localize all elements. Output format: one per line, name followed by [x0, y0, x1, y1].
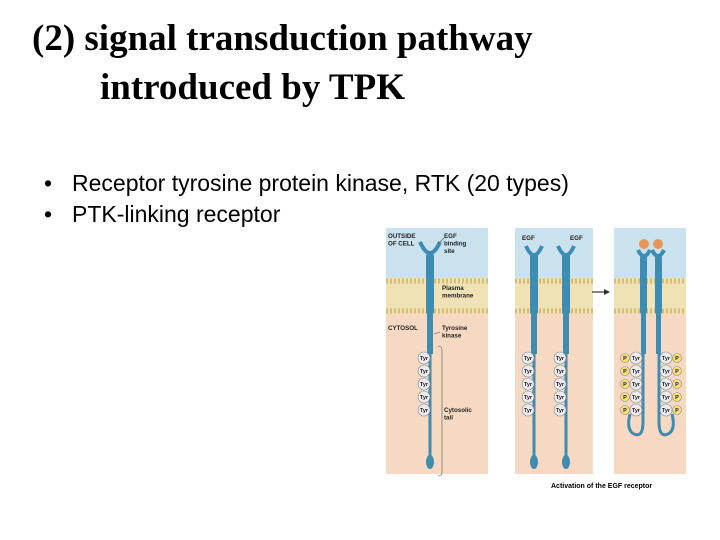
- label-cytosol: CYTOSOL: [388, 325, 418, 332]
- tyr-panel2-right-2-label: Tyr: [556, 369, 565, 375]
- tyr-panel3-left-5-label: Tyr: [632, 408, 641, 414]
- phosphate-panel3-right-1-label: P: [675, 356, 679, 362]
- tyr-panel2-left-1-label: Tyr: [524, 356, 533, 362]
- tyr-panel2-left-2-label: Tyr: [524, 369, 533, 375]
- label-plasma-membrane-line-1: Plasma: [442, 285, 464, 292]
- phosphate-panel3-right-5-label: P: [675, 408, 679, 414]
- label-outside-of-cell-line-1: OUTSIDE: [388, 233, 416, 240]
- tyr-panel3-left-3-label: Tyr: [632, 382, 641, 388]
- bullet-rtk: Receptor tyrosine protein kinase, RTK (2…: [44, 168, 569, 199]
- phosphate-panel3-right-2-label: P: [675, 369, 679, 375]
- plasma-membrane-panel-3: [614, 278, 686, 314]
- tyr-panel2-left-4-label: Tyr: [524, 395, 533, 401]
- label-tyrosine-kinase-line-2: kinase: [442, 333, 462, 340]
- plasma-membrane-panel-2: [515, 278, 593, 314]
- bullet-list: Receptor tyrosine protein kinase, RTK (2…: [44, 168, 569, 230]
- tyr-panel2-left-5-label: Tyr: [524, 408, 533, 414]
- tyr-panel3-right-1-label: Tyr: [662, 356, 671, 362]
- label-cytosolic-tail-line-1: Cytosolic: [444, 407, 472, 414]
- label-egf-binding-site-line-1: EGF: [444, 233, 457, 240]
- tyr-panel1-4-label: Tyr: [420, 395, 429, 401]
- phosphate-panel3-left-4-label: P: [623, 395, 627, 401]
- tyr-panel2-right-4-label: Tyr: [556, 395, 565, 401]
- label-egf-right: EGF: [570, 235, 583, 242]
- phosphate-panel3-left-2-label: P: [623, 369, 627, 375]
- label-cytosolic-tail-line-2: tail: [444, 415, 453, 422]
- tyr-panel1-3-label: Tyr: [420, 382, 429, 388]
- phosphate-panel3-right-3-label: P: [675, 382, 679, 388]
- tyr-panel2-right-5-label: Tyr: [556, 408, 565, 414]
- label-tyrosine-kinase-line-1: Tyrosine: [442, 325, 468, 332]
- egf-ligand-right: [653, 239, 663, 249]
- title-line-1: (2) signal transduction pathway: [32, 18, 533, 59]
- tyr-panel3-left-2-label: Tyr: [632, 369, 641, 375]
- phosphate-panel3-left-5-label: P: [623, 408, 627, 414]
- label-egf-binding-site-line-2: binding: [444, 241, 467, 248]
- egf-ligand-left: [639, 239, 649, 249]
- tyr-panel3-right-2-label: Tyr: [662, 369, 671, 375]
- phosphate-panel3-left-1-label: P: [623, 356, 627, 362]
- egf-receptor-svg: OUTSIDEOF CELLEGFbindingsitePlasmamembra…: [382, 224, 692, 496]
- tyr-panel3-left-1-label: Tyr: [632, 356, 641, 362]
- tyr-panel3-right-5-label: Tyr: [662, 408, 671, 414]
- tyr-panel3-left-4-label: Tyr: [632, 395, 641, 401]
- figure-caption: Activation of the EGF receptor: [551, 483, 652, 490]
- tyr-panel3-right-3-label: Tyr: [662, 382, 671, 388]
- title-line-2: introduced by TPK: [32, 63, 692, 112]
- activation-arrow-icon: [592, 289, 610, 295]
- panel-1-cytosol-bg: [386, 314, 488, 474]
- tyr-panel1-1-label: Tyr: [420, 356, 429, 362]
- tyr-panel2-right-3-label: Tyr: [556, 382, 565, 388]
- label-plasma-membrane-line-2: membrane: [442, 293, 474, 300]
- slide-title: (2) signal transduction pathway introduc…: [32, 14, 692, 112]
- label-egf-binding-site-line-3: site: [444, 248, 455, 255]
- tyr-panel1-5-label: Tyr: [420, 408, 429, 414]
- tyr-panel1-2-label: Tyr: [420, 369, 429, 375]
- label-egf-left: EGF: [522, 235, 535, 242]
- phosphate-panel3-right-4-label: P: [675, 395, 679, 401]
- tyr-panel3-right-4-label: Tyr: [662, 395, 671, 401]
- tyr-panel2-left-3-label: Tyr: [524, 382, 533, 388]
- phosphate-panel3-left-3-label: P: [623, 382, 627, 388]
- tyr-panel2-right-1-label: Tyr: [556, 356, 565, 362]
- label-outside-of-cell-line-2: OF CELL: [388, 241, 415, 248]
